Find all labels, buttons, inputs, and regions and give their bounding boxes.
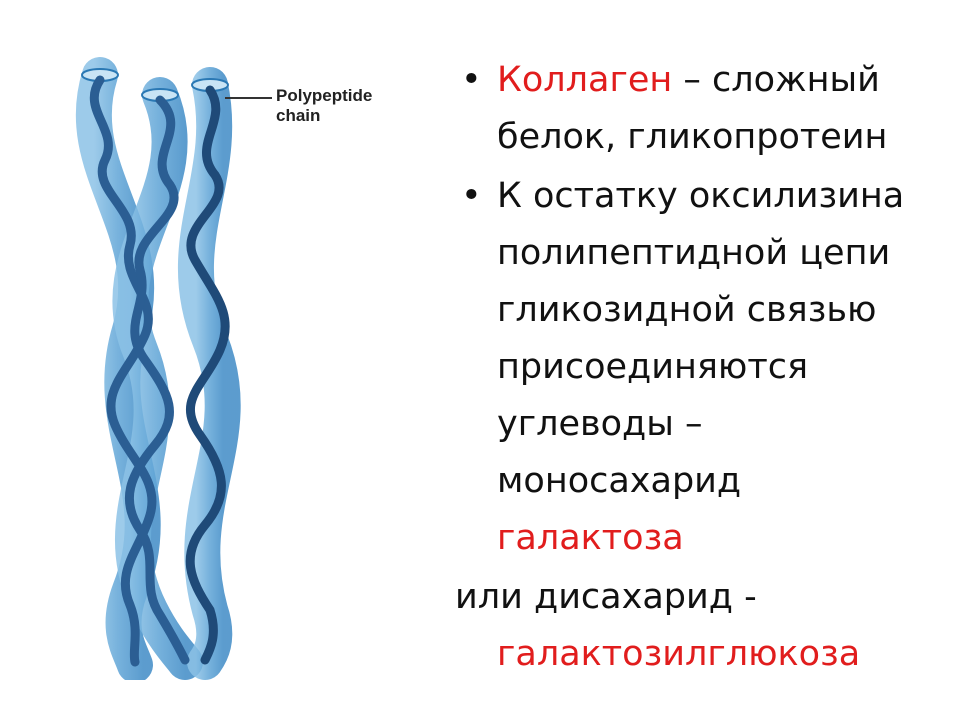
bullet2-line4: присоединяются xyxy=(497,347,809,387)
term-collagen: Коллаген xyxy=(497,60,673,100)
bullet1-line1: Коллаген – сложный xyxy=(497,52,955,109)
bullet-collagen: • Коллаген – сложный белок, гликопротеин xyxy=(455,52,955,166)
tail-line1: или дисахарид - xyxy=(455,577,757,617)
collagen-triple-helix-illustration xyxy=(60,50,450,680)
bullet2-line5: углеводы – xyxy=(497,404,703,444)
bullet-hydroxylysine: • К остатку оксилизина полипептидной цеп… xyxy=(455,168,955,567)
polypeptide-ribbon-c xyxy=(185,85,230,665)
helix-strand-b xyxy=(112,77,203,680)
polypeptide-ribbon-a xyxy=(89,75,157,667)
bullet2-line3: гликозидной связью xyxy=(497,290,877,330)
triple-helix-svg xyxy=(75,57,272,680)
term-galactose: галактоза xyxy=(497,518,684,558)
bullet2-line2: полипептидной цепи xyxy=(497,233,891,273)
slide-text: • Коллаген – сложный белок, гликопротеин… xyxy=(455,52,955,683)
disaccharide-note: или дисахарид - галактозилглюкоза xyxy=(455,569,955,683)
polypeptide-ribbon-b xyxy=(124,95,190,665)
polypeptide-chain-callout: Polypeptide chain xyxy=(276,86,372,126)
term-galactosylglucose: галактозилглюкоза xyxy=(497,634,861,674)
bullet-dot: • xyxy=(461,60,482,100)
bullet2-line6: моносахарид xyxy=(497,461,742,501)
bullet2-line1: К остатку оксилизина xyxy=(497,176,905,216)
bullet1-line1-rest: – сложный xyxy=(672,60,880,100)
bullet-dot: • xyxy=(461,176,482,216)
callout-line-1: Polypeptide xyxy=(276,86,373,105)
bullet1-line2: белок, гликопротеин xyxy=(497,117,888,157)
callout-line-2: chain xyxy=(276,106,321,125)
